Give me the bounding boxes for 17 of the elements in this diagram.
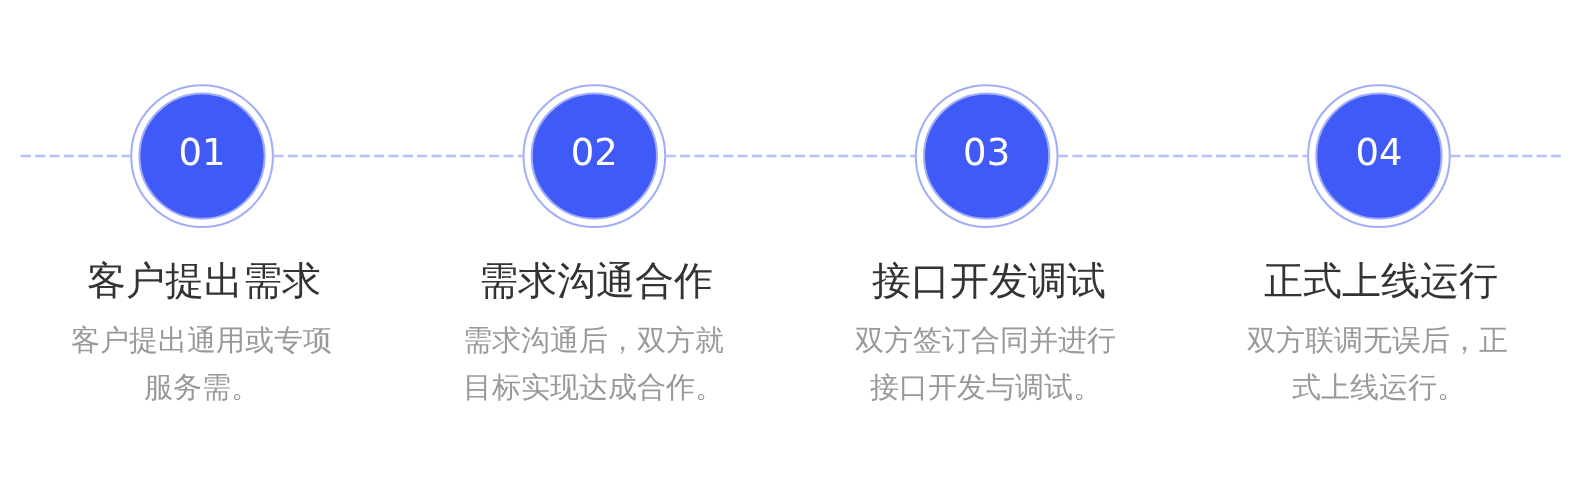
node-label: 双方签订合同并进行接口开发与调试。 — [854, 322, 1116, 404]
connector — [665, 154, 915, 157]
connector — [1057, 154, 1307, 157]
node-label: 需求沟通合作 — [478, 257, 713, 303]
node-label: 双方联调无误后，正式上线运行。 — [1246, 322, 1508, 404]
node-circle: 03 — [914, 83, 1059, 228]
node-label: 需求沟通后，双方就目标实现达成合作。 — [462, 322, 724, 404]
node-label: 正式上线运行 — [1263, 257, 1498, 303]
node-label: 接口开发调试 — [871, 257, 1106, 303]
node-circle: 02 — [521, 83, 666, 228]
connector — [20, 154, 130, 157]
node-label: 客户提出通用或专项服务需。 — [70, 322, 332, 404]
node-circle: 04 — [1306, 83, 1451, 228]
node-label: 客户提出需求 — [86, 257, 321, 303]
node-circle: 01 — [129, 83, 274, 228]
connector — [272, 154, 523, 157]
connector — [1449, 154, 1561, 157]
